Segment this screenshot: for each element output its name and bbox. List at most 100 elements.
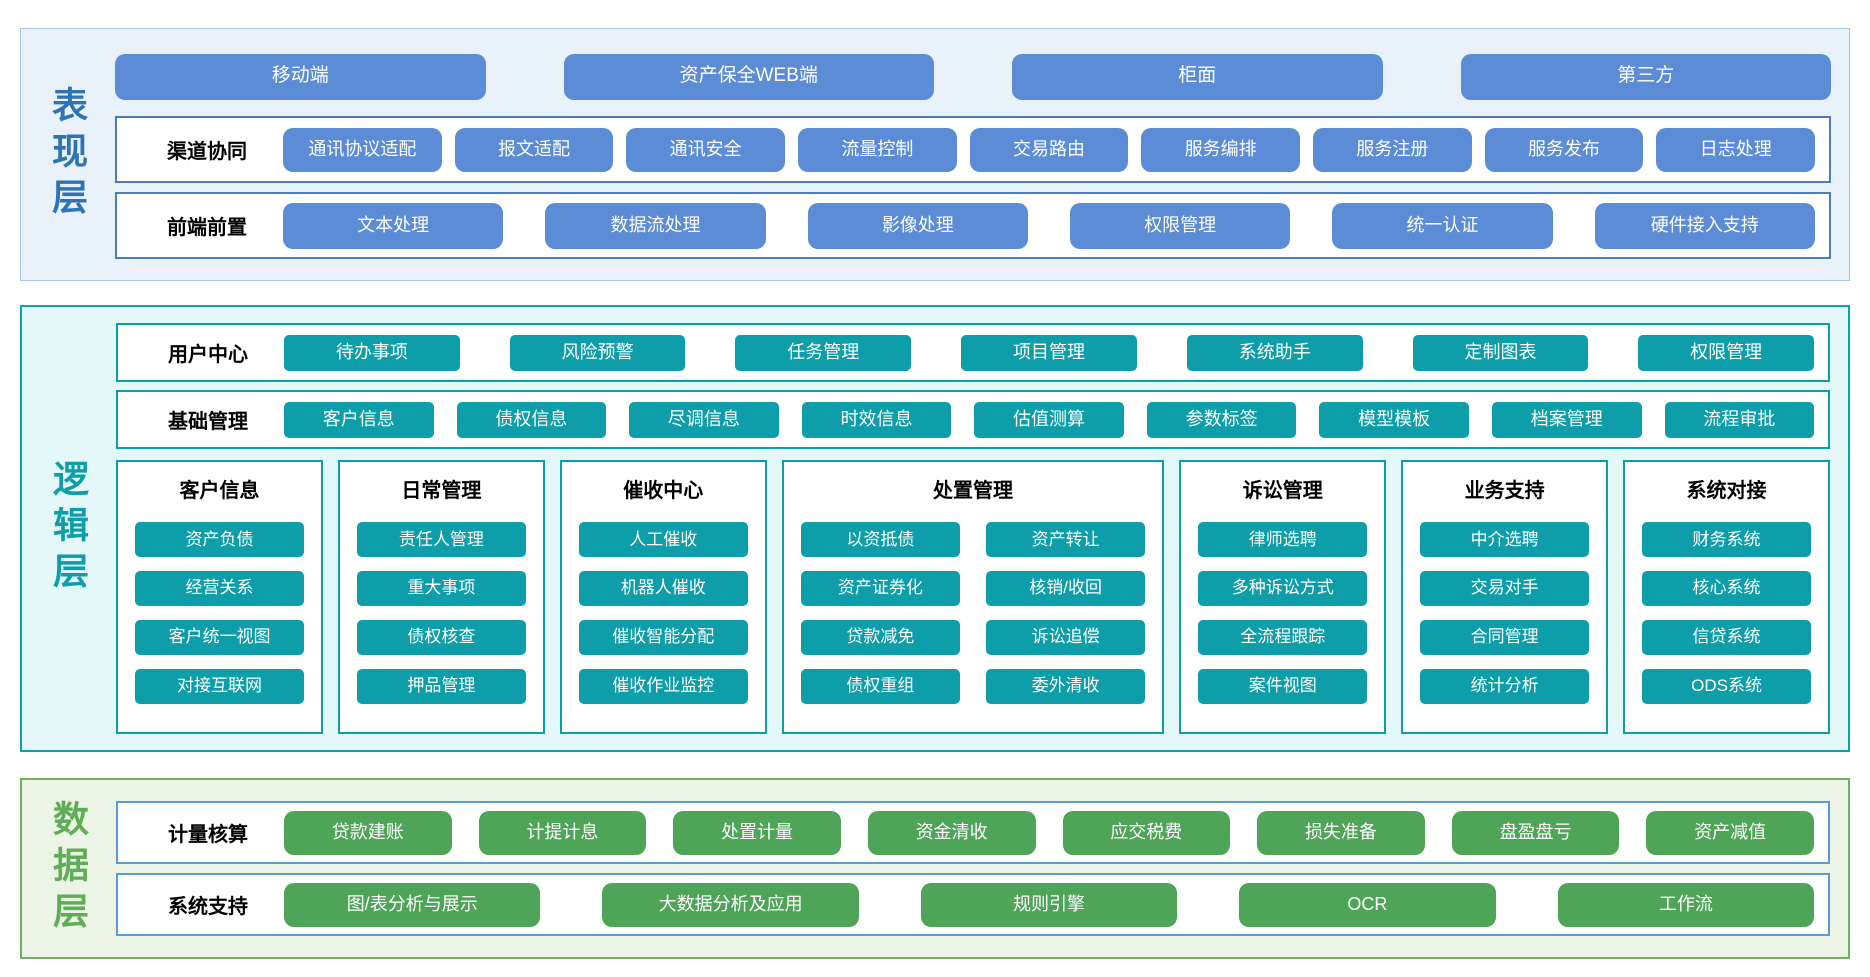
module-block: 债权信息 — [456, 401, 607, 438]
row-items: 文本处理数据流处理影像处理权限管理统一认证硬件接入支持 — [283, 202, 1815, 249]
module-block: 影像处理 — [807, 202, 1028, 249]
presentation-layer: 表现层 移动端 资产保全WEB端 柜面 第三方 渠道协同 通讯协议适配报文适配通讯安全流… — [20, 28, 1850, 281]
module-block: 权限管理 — [1638, 334, 1815, 371]
channel-block: 移动端 — [115, 53, 486, 100]
module-block: 通讯协议适配 — [283, 127, 442, 172]
module-block: 经营关系 — [135, 571, 304, 607]
logic-column: 催收中心人工催收机器人催收催收智能分配催收作业监控 — [559, 459, 767, 734]
module-block: 机器人催收 — [578, 571, 748, 607]
logic-column: 业务支持中介选聘交易对手合同管理统计分析 — [1401, 459, 1609, 734]
logic-column: 诉讼管理律师选聘多种诉讼方式全流程跟踪案件视图 — [1179, 459, 1387, 734]
column-title: 客户信息 — [179, 479, 260, 502]
row-label: 渠道协同 — [167, 141, 247, 164]
module-block: 模型模板 — [1319, 401, 1469, 438]
logic-layer: 逻辑层 用户中心待办事项风险预警任务管理项目管理系统助手定制图表权限管理基础管理… — [20, 305, 1850, 752]
module-block: 硬件接入支持 — [1594, 202, 1815, 249]
labeled-row: 前端前置文本处理数据流处理影像处理权限管理统一认证硬件接入支持 — [115, 192, 1831, 260]
module-block: 统计分析 — [1420, 668, 1590, 704]
module-block: 损失准备 — [1257, 810, 1425, 855]
module-block: 参数标签 — [1146, 401, 1297, 438]
module-block: 案件视图 — [1198, 668, 1368, 704]
column-title: 业务支持 — [1464, 479, 1545, 502]
module-block: 债权核查 — [356, 620, 526, 656]
module-block: 日志处理 — [1656, 127, 1816, 172]
module-block: 估值测算 — [974, 401, 1124, 438]
module-block: 委外清收 — [986, 668, 1146, 704]
module-block: 文本处理 — [283, 202, 504, 249]
column-items: 责任人管理重大事项债权核查押品管理 — [356, 509, 526, 718]
module-block: 盘盈盘亏 — [1451, 810, 1620, 855]
module-block: 流量控制 — [798, 127, 957, 172]
module-block: 项目管理 — [961, 334, 1137, 371]
module-block: 通讯安全 — [626, 127, 786, 172]
module-block: 服务发布 — [1484, 127, 1644, 172]
module-block: 重大事项 — [356, 571, 526, 607]
module-block: 计提计息 — [478, 810, 647, 855]
logic-layer-label: 逻辑层 — [48, 459, 89, 598]
module-block: 全流程跟踪 — [1198, 620, 1368, 656]
module-block: 资金清收 — [867, 810, 1036, 855]
module-block: 流程审批 — [1664, 401, 1815, 438]
module-block: 催收智能分配 — [578, 620, 748, 656]
module-block: 档案管理 — [1491, 401, 1642, 438]
logic-columns: 客户信息资产负债经营关系客户统一视图对接互联网 日常管理责任人管理重大事项债权核查… — [116, 459, 1830, 734]
labeled-row: 计量核算贷款建账计提计息处置计量资金清收应交税费损失准备盘盈盘亏资产减值 — [116, 801, 1830, 864]
module-block: 规则引擎 — [920, 882, 1178, 927]
module-block: 统一认证 — [1332, 202, 1553, 249]
module-block: 多种诉讼方式 — [1198, 571, 1368, 607]
module-block: 核心系统 — [1642, 571, 1811, 607]
module-block: 资产证券化 — [800, 571, 960, 607]
module-block: 贷款建账 — [284, 810, 452, 855]
presentation-layer-body: 移动端 资产保全WEB端 柜面 第三方 渠道协同 通讯协议适配报文适配通讯安全流量控制交… — [113, 29, 1849, 280]
module-block: 客户信息 — [284, 401, 434, 438]
module-block: 工作流 — [1557, 882, 1815, 927]
row-label: 系统支持 — [168, 896, 248, 918]
row-label: 计量核算 — [168, 824, 248, 846]
channel-row: 移动端 资产保全WEB端 柜面 第三方 — [115, 53, 1831, 100]
module-block: 系统助手 — [1186, 334, 1363, 371]
module-block: 贷款减免 — [800, 620, 960, 656]
module-block: 诉讼追偿 — [986, 620, 1146, 656]
module-block: 责任人管理 — [356, 522, 526, 558]
module-block: 服务编排 — [1141, 127, 1301, 172]
module-block: 人工催收 — [578, 522, 748, 558]
module-block: 服务注册 — [1313, 127, 1472, 172]
logic-column: 客户信息资产负债经营关系客户统一视图对接互联网 — [116, 459, 323, 734]
module-block: 定制图表 — [1412, 334, 1589, 371]
module-block: 合同管理 — [1420, 620, 1590, 656]
presentation-rows: 渠道协同 通讯协议适配报文适配通讯安全流量控制交易路由服务编排服务注册服务发布日志… — [115, 116, 1831, 260]
row-items: 客户信息债权信息尽调信息时效信息估值测算参数标签模型模板档案管理流程审批 — [284, 401, 1815, 438]
logic-rows: 用户中心待办事项风险预警任务管理项目管理系统助手定制图表权限管理基础管理客户信息… — [116, 323, 1830, 450]
labeled-row: 用户中心待办事项风险预警任务管理项目管理系统助手定制图表权限管理 — [116, 323, 1830, 383]
module-block: 债权重组 — [800, 668, 960, 704]
module-block: 信贷系统 — [1642, 620, 1811, 656]
module-block: 报文适配 — [454, 127, 614, 172]
module-block: 时效信息 — [801, 401, 952, 438]
module-block: 资产减值 — [1646, 810, 1814, 855]
module-block: 大数据分析及应用 — [602, 882, 859, 927]
module-block: 应交税费 — [1062, 810, 1231, 855]
presentation-layer-label: 表现层 — [47, 85, 88, 224]
column-items: 资产负债经营关系客户统一视图对接互联网 — [135, 509, 304, 718]
column-items: 律师选聘多种诉讼方式全流程跟踪案件视图 — [1198, 509, 1368, 718]
row-label: 用户中心 — [168, 344, 248, 367]
row-label: 基础管理 — [168, 411, 248, 434]
channel-block: 第三方 — [1460, 53, 1831, 100]
module-block: 数据流处理 — [545, 202, 766, 249]
module-block: 图/表分析与展示 — [284, 882, 541, 927]
module-block: 交易路由 — [969, 127, 1129, 172]
channel-block: 柜面 — [1012, 53, 1383, 100]
channel-block: 资产保全WEB端 — [563, 53, 934, 100]
labeled-row: 渠道协同 通讯协议适配报文适配通讯安全流量控制交易路由服务编排服务注册服务发布日志… — [115, 116, 1831, 184]
data-layer: 数据层 计量核算贷款建账计提计息处置计量资金清收应交税费损失准备盘盈盘亏资产减值… — [20, 778, 1850, 959]
column-items: 中介选聘交易对手合同管理统计分析 — [1420, 509, 1590, 718]
logic-column: 日常管理责任人管理重大事项债权核查押品管理 — [337, 459, 545, 734]
module-block: 权限管理 — [1069, 202, 1291, 249]
module-block: 风险预警 — [509, 334, 686, 371]
column-title: 日常管理 — [401, 479, 482, 502]
module-block: 尽调信息 — [629, 401, 779, 438]
column-title: 诉讼管理 — [1242, 479, 1323, 502]
